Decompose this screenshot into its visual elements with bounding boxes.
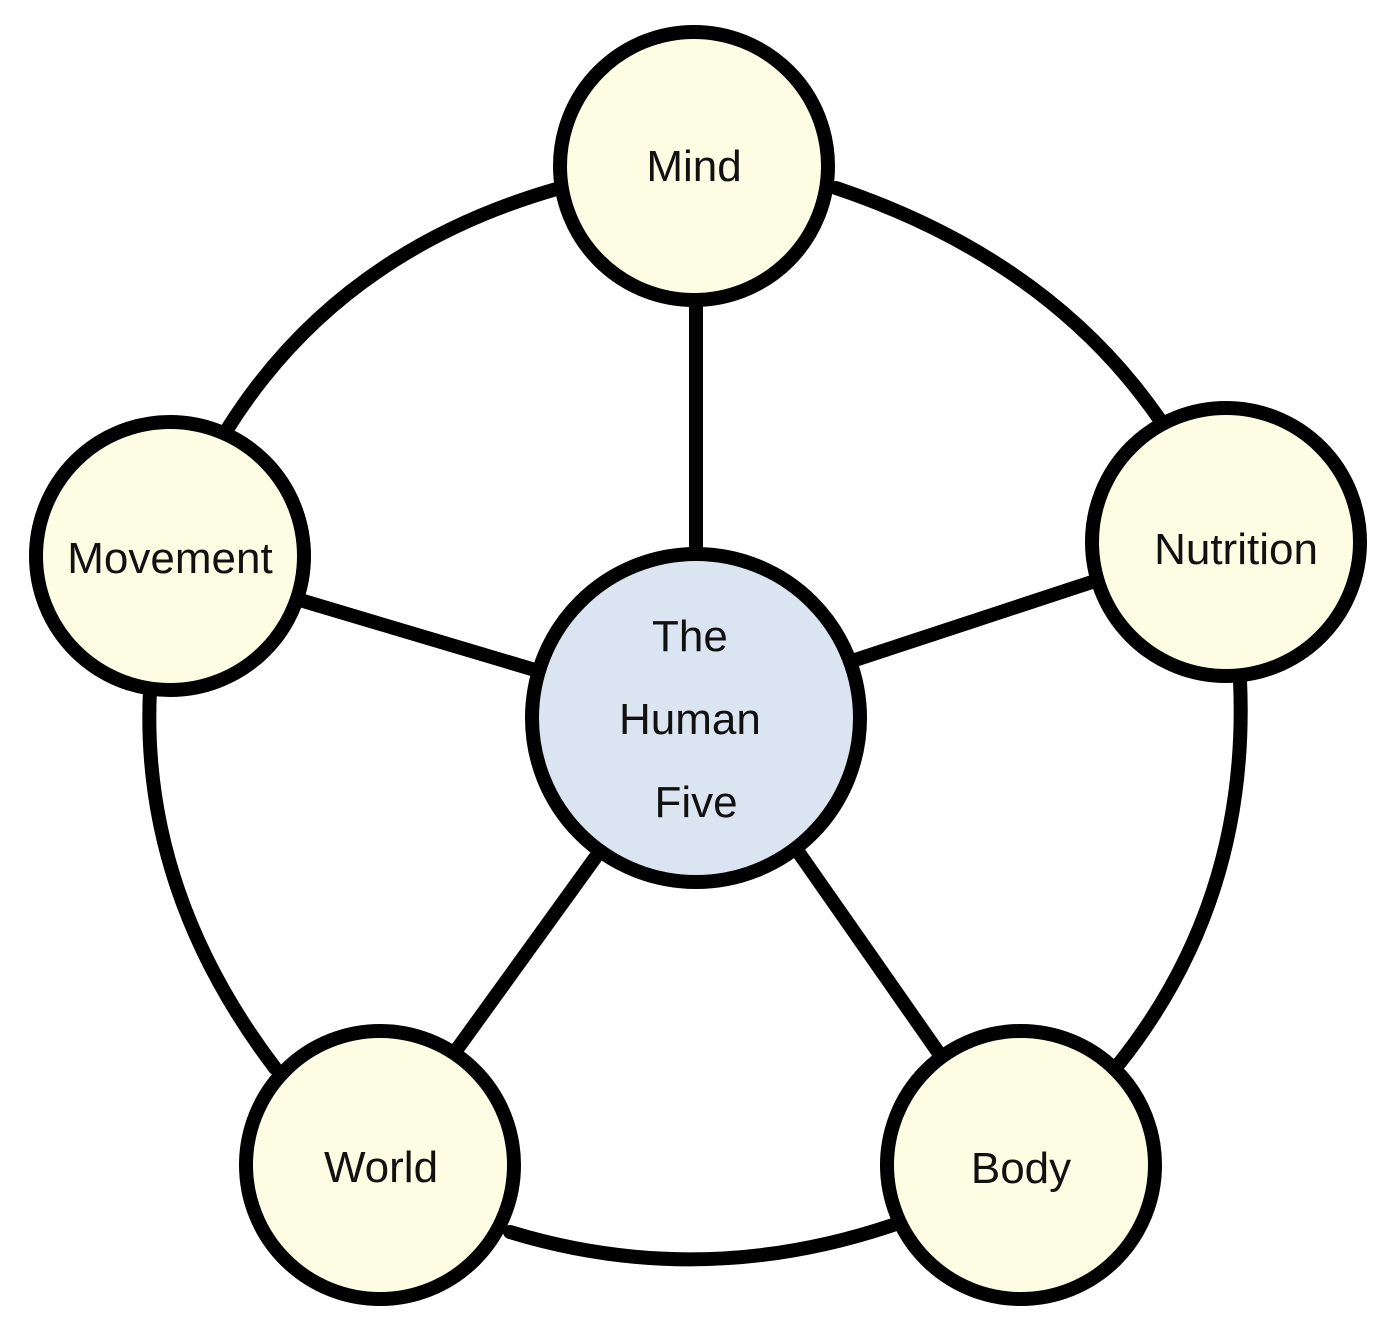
node-mind: Mind — [553, 25, 835, 307]
center-node-label: The Human Five — [619, 612, 773, 827]
node-world: World — [239, 1024, 521, 1306]
center-node: The Human Five — [525, 547, 867, 889]
node-world-label: World — [324, 1143, 438, 1192]
node-nutrition: Nutrition — [1085, 401, 1367, 683]
arc-mind-nutrition — [829, 181, 1167, 427]
arc-movement-mind — [221, 181, 567, 435]
node-nutrition-circle — [1085, 401, 1367, 683]
node-body-circle — [880, 1024, 1162, 1306]
node-body: Body — [880, 1024, 1162, 1306]
node-movement-label: Movement — [67, 534, 272, 583]
arc-body-world — [503, 1218, 900, 1267]
arc-nutrition-body — [1111, 673, 1248, 1072]
spoke-nutrition — [848, 575, 1099, 667]
spoke-movement — [293, 593, 542, 677]
node-body-label: Body — [971, 1144, 1071, 1193]
node-mind-label: Mind — [646, 142, 741, 191]
node-mind-circle — [553, 25, 835, 307]
spoke-world — [448, 851, 602, 1059]
outer-ring — [142, 181, 1248, 1267]
center-line-2: Human — [619, 695, 761, 744]
spokes — [293, 301, 1099, 1059]
node-movement: Movement — [29, 415, 311, 697]
center-line-3: Five — [654, 778, 737, 827]
center-node-circle — [525, 547, 867, 889]
node-movement-circle — [29, 415, 311, 697]
node-world-circle — [239, 1024, 521, 1306]
spoke-body — [792, 846, 945, 1059]
node-nutrition-label: Nutrition — [1154, 525, 1318, 574]
arc-world-movement — [142, 683, 282, 1075]
center-line-1: The — [652, 612, 728, 661]
